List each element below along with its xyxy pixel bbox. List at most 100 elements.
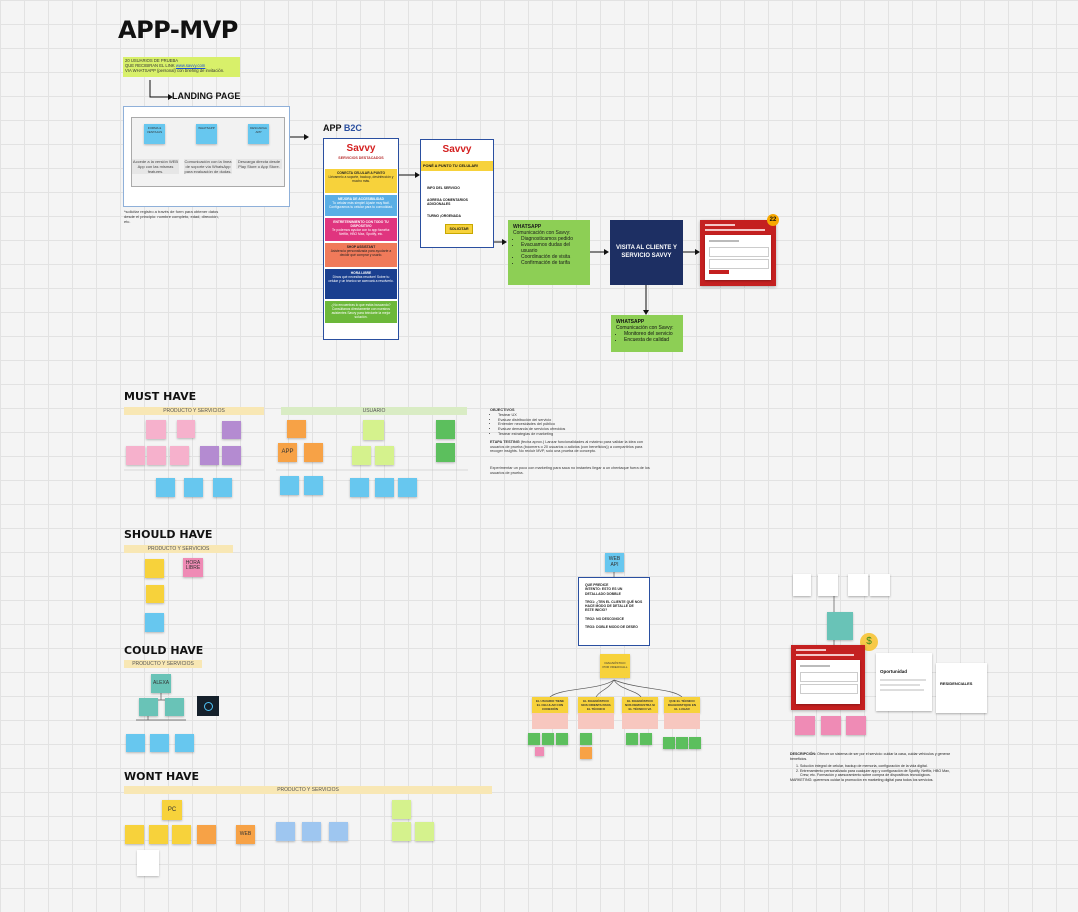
objetivo-item: Evaluar demanda de servicios ofrecidos (498, 427, 650, 432)
service-text: Asistencia personalizada para ayudarte a… (330, 249, 392, 257)
sticky-note (329, 822, 348, 841)
whatsapp-1-title: WHATSAPP (513, 224, 542, 230)
detail-header: PONÉ A PUNTO TU CELULAR! (421, 161, 493, 171)
detail-solicitar-button[interactable]: SOLICITAR (445, 224, 473, 234)
sticky-note (542, 733, 554, 745)
sticky-note (436, 443, 455, 462)
residenciales-title: RESIDENCIALES (940, 681, 973, 686)
tree-branch-note: EL DIAGNÓSTICO NOS DEMUESTRA SI EL TÉCNI… (622, 697, 658, 713)
sticky-note (363, 420, 384, 440)
service-title: HORA LIBRE (350, 271, 372, 275)
tree-sub-block (532, 713, 568, 729)
landing-text-forma: Accede a la versión WEB App con las mism… (132, 159, 179, 174)
page-title: APP-MVP (118, 16, 238, 44)
tree-branch-note: EL DIAGNÓSTICO NOS ORIENTA PARA EL TÉCNI… (578, 697, 614, 713)
mini-document (793, 574, 811, 596)
app-b2c-phone: Savvy SERVICIOS DESTACADOS CONECTA CELUL… (323, 138, 399, 340)
could-band-productos: PRODUCTO Y SERVICIOS (124, 660, 202, 668)
whatsapp-1-bullet: Diagnosticamos pedido (521, 236, 585, 242)
etapa-text: (fecha aprox.) Lanzar funcionalidades al… (490, 439, 643, 454)
sticky-note (276, 822, 295, 841)
sticky-note (172, 825, 191, 844)
query-line: TRO2: NO DESCONOCE (585, 616, 624, 621)
visita-box: VISITA AL CLIENTE Y SERVICIO SAVVY (610, 220, 683, 285)
sticky-note (126, 734, 145, 752)
web-note: WEB (236, 825, 255, 844)
sticky-note (184, 478, 203, 497)
alexa-device-icon (197, 696, 219, 716)
query-line: TRO3: DOBLE MODO DE DESEO (585, 625, 638, 630)
red-feedback-card-2 (791, 645, 865, 710)
sticky-note (222, 446, 241, 465)
query-line: QUE PREDICE (585, 583, 609, 587)
sticky-note (663, 737, 675, 749)
mini-document (870, 574, 890, 596)
descripcion-item: Entrenamiento personalizado para cualqui… (800, 769, 950, 778)
mini-document (848, 574, 868, 596)
landing-text-descarga: Descarga directa desde Play Store o App … (236, 159, 282, 169)
whatsapp-2-bullet: Monitoreo del servicio (624, 331, 678, 337)
whatsapp-box-1: WHATSAPP Comunicación con Savvy: Diagnos… (508, 220, 590, 285)
query-box: QUE PREDICE INTENTO: ESTO ES UN DETALLAD… (578, 577, 650, 646)
residenciales-card: RESIDENCIALES (936, 663, 987, 713)
service-title: MEJORA DE ACCESIBILIDAD (337, 197, 385, 201)
red-feedback-card (700, 220, 776, 286)
service-card[interactable]: ¿No encuentras lo que estás buscando? Co… (325, 301, 397, 323)
sticky-note (165, 698, 184, 716)
app-b2c-brand: Savvy (346, 143, 376, 154)
whatsapp-1-bullet: Confirmación de tarifa (521, 260, 585, 266)
service-title: SHOP ASSISTANT (346, 245, 376, 249)
sticky-note (150, 734, 169, 752)
sticky-note (556, 733, 568, 745)
alexa-note: ALEXA (151, 674, 171, 693)
whatsapp-2-bullet: Encuesta de calidad (624, 337, 678, 343)
detail-brand: Savvy (442, 144, 472, 155)
oportunidad-title: Oportunidad (880, 669, 907, 674)
sticky-note (375, 446, 394, 465)
wont-band-productos: PRODUCTO Y SERVICIOS (124, 786, 492, 794)
oportunidad-card: Oportunidad (876, 653, 932, 711)
descripcion-text: Ofrecer un sistema de ser por el servici… (790, 752, 951, 761)
sticky-note (175, 734, 194, 752)
mini-document (137, 850, 159, 876)
tree-branch-note: QUE EL TÉCNICO DIAGNOSTIQUE EN EL LUGAR (664, 697, 700, 713)
feedback-form (705, 235, 771, 280)
service-text: ¿No encuentras lo que estás buscando? Co… (331, 303, 391, 319)
objetivo-item: Testear UX (498, 413, 650, 418)
service-text: Llévamelo a soporte, backup, desinfecció… (328, 175, 394, 183)
sticky-note (795, 716, 815, 735)
intro-line-1: 20 USUARIOS DE PRUEBA (125, 58, 179, 63)
sticky-note (170, 446, 189, 465)
objetivo-item: Testear estrategias de marketing (498, 432, 650, 437)
sticky-note (827, 612, 853, 640)
landing-tag-descarga: DESCARGA APP (248, 124, 269, 144)
landing-text-whatsapp: Comunicación con la línea de soporte vía… (184, 159, 232, 174)
sticky-note (846, 716, 866, 735)
sticky-note (139, 698, 158, 716)
whatsapp-1-bullet: Coordinación de visita (521, 254, 585, 260)
app-b2c-title: APP B2C (323, 123, 362, 133)
feedback-form (796, 660, 860, 704)
should-band-productos: PRODUCTO Y SERVICIOS (124, 545, 233, 553)
sticky-note (528, 733, 540, 745)
sticky-note (147, 446, 166, 465)
query-line: TRO1: ¿TEN EL CLIENTE QUÉ NOS HACE MODO … (585, 599, 643, 613)
detail-item-turno: TURNO ¡ORGENADA (427, 214, 461, 218)
sticky-note (222, 421, 241, 439)
landing-frame: FORMA & VENTAJAS WHATSAPP DESCARGA APP A… (123, 106, 290, 207)
intro-link[interactable]: www.savvy.com (175, 63, 206, 68)
landing-note: *solicitar registro a través de form par… (124, 209, 219, 224)
objetivos-footer: Experimentar un poco con marketing para … (490, 466, 650, 475)
sticky-note (177, 420, 195, 438)
sticky-note (145, 559, 164, 578)
sticky-note (398, 478, 417, 497)
sticky-note (280, 476, 299, 495)
hora-libre-note: HORA LIBRE (183, 558, 203, 577)
landing-tag-whatsapp: WHATSAPP (196, 124, 217, 144)
sticky-note (287, 420, 306, 438)
